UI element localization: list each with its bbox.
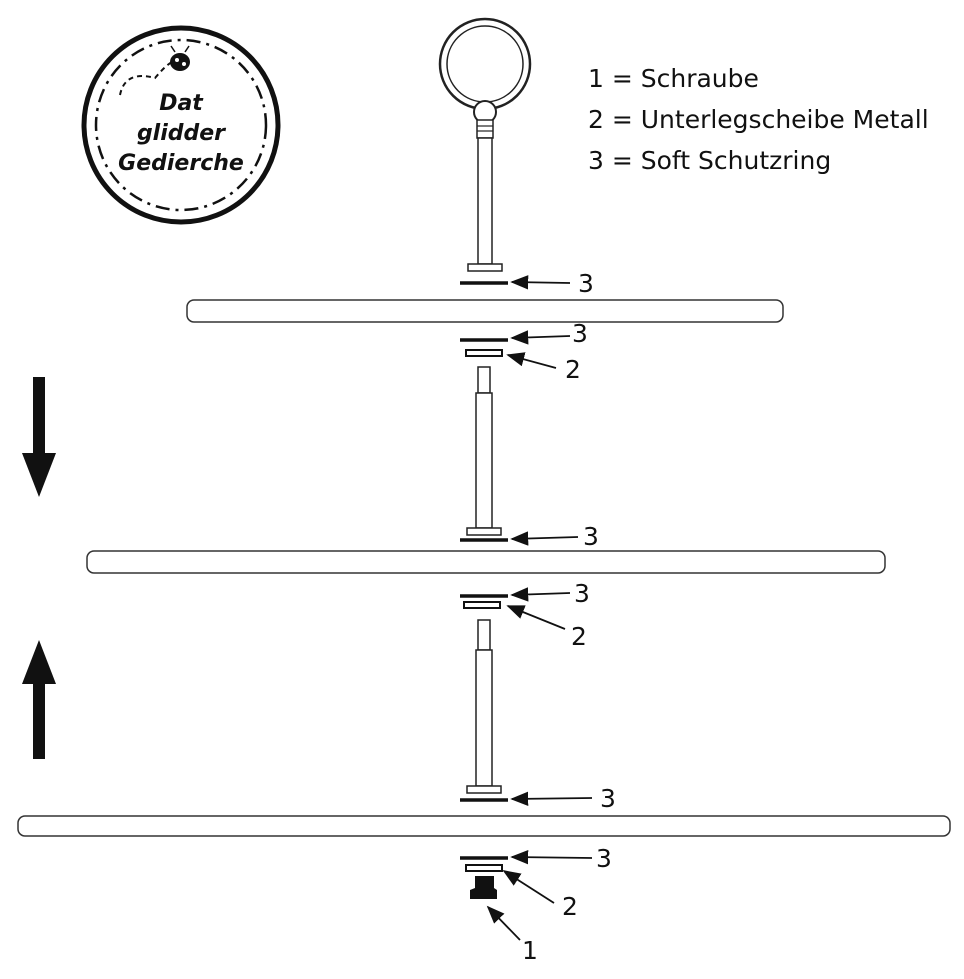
callout-label: 2 (565, 355, 581, 384)
metal-washer (465, 864, 503, 872)
ladybug-icon (170, 45, 190, 71)
lower-standoff (466, 619, 502, 794)
legend: 1 = Schraube 2 = Unterlegscheibe Metall … (588, 58, 929, 181)
arrow-down-icon (22, 377, 56, 497)
logo-line-3: Gedierche (118, 151, 244, 176)
callout-label: 2 (571, 622, 587, 651)
bottom-screw (470, 876, 497, 899)
callout-label: 3 (600, 784, 616, 813)
top-handle (438, 17, 532, 272)
legend-item-screw: 1 = Schraube (588, 64, 759, 93)
logo-line-1: Dat (159, 91, 204, 116)
arrow-up-icon (22, 640, 56, 759)
metal-washer (463, 601, 501, 609)
callout-arrows (486, 275, 593, 941)
metal-washer (465, 349, 503, 357)
legend-item-soft-ring: 3 = Soft Schutzring (588, 146, 832, 175)
callout-label: 3 (578, 269, 594, 298)
legend-item-washer: 2 = Unterlegscheibe Metall (588, 105, 929, 134)
logo-badge: Dat glidder Gedierche (81, 25, 281, 225)
tier-plate-middle (86, 550, 886, 574)
tier-plate-bottom (17, 815, 951, 837)
callout-label: 2 (562, 892, 578, 921)
logo-line-2: glidder (137, 121, 226, 146)
tier-plate-top (186, 299, 784, 323)
callout-label: 1 (522, 936, 538, 965)
callout-label: 3 (583, 522, 599, 551)
callout-label: 3 (574, 579, 590, 608)
upper-standoff (466, 366, 502, 536)
callout-label: 3 (596, 844, 612, 873)
callout-label: 3 (572, 319, 588, 348)
